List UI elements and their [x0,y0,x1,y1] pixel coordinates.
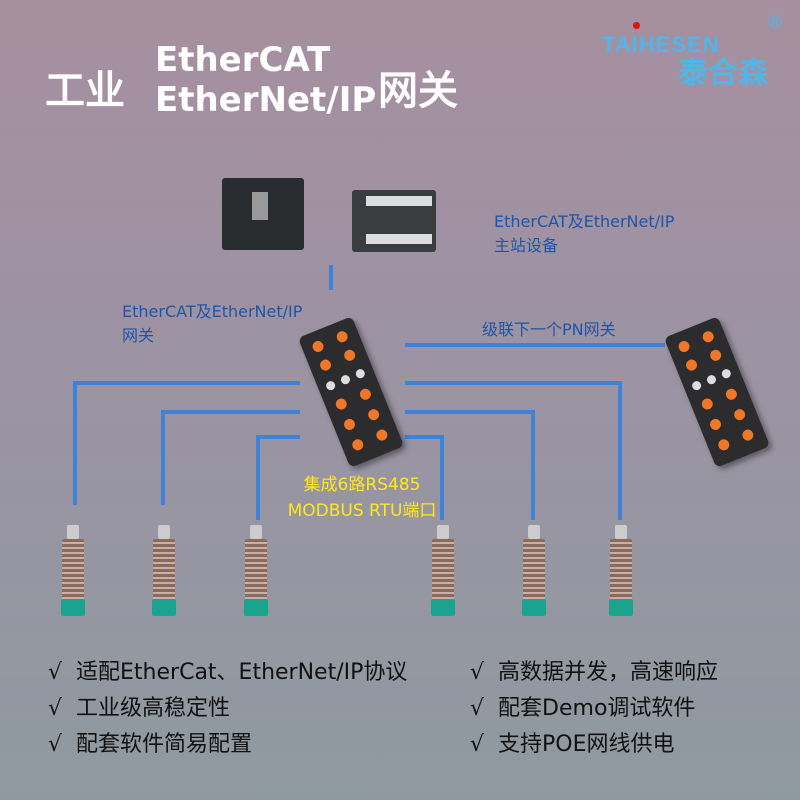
check-icon: √ [470,696,485,721]
link-3h [256,435,300,439]
link-2v [161,410,165,505]
rs485-label-line1: 集成6路RS485 [303,475,421,495]
title-left: 工业 [45,68,125,114]
link-5v [531,410,535,520]
gateway-label-line1: EtherCAT及EtherNet/IP [122,302,303,321]
gateway-label: EtherCAT及EtherNet/IP 网关 [122,300,302,348]
check-icon: √ [48,732,63,757]
feature-text: 配套软件简易配置 [76,732,253,757]
logo-en: TAIHESEN [602,32,720,57]
link-cascade [405,343,665,347]
sensor-4 [428,525,458,620]
sensor-1 [58,525,88,620]
sensor-6 [606,525,636,620]
gateway-device [297,316,405,468]
sensor-2 [149,525,179,620]
plc-rack [222,178,304,250]
feature-text: 适配EtherCat、EtherNet/IP协议 [76,660,408,685]
plc-ethernet-ports [252,192,268,220]
title-ethernetip: EtherNet/IP [155,80,377,120]
feature-text: 支持POE网线供电 [498,732,675,757]
plc-terminal-top [366,196,432,206]
master-label-line1: EtherCAT及EtherNet/IP [494,212,675,231]
cascaded-gateway-device [663,316,771,468]
logo-dot [633,22,640,29]
link-6h [405,381,622,385]
link-6v [618,381,622,520]
link-4h [405,435,444,439]
check-icon: √ [470,732,485,757]
link-4v [440,435,444,520]
feature-right-1: √ 高数据并发，高速响应 [470,654,718,686]
feature-left-1: √ 适配EtherCat、EtherNet/IP协议 [48,654,407,686]
feature-right-3: √ 支持POE网线供电 [470,726,675,758]
feature-right-2: √ 配套Demo调试软件 [470,690,695,722]
compact-plc [352,190,436,252]
feature-text: 配套Demo调试软件 [498,696,696,721]
title-right: 网关 [378,68,458,114]
master-label-line2: 主站设备 [494,236,559,255]
gateway-label-line2: 网关 [122,326,155,345]
rs485-label: 集成6路RS485 MODBUS RTU端口 [262,472,462,524]
logo-registered: ® [766,12,784,33]
link-master [329,265,333,290]
logo-cn: 泰合森 [678,56,768,91]
check-icon: √ [48,696,63,721]
title-ethercat: EtherCAT [155,40,331,80]
feature-text: 工业级高稳定性 [76,696,231,721]
link-1h [73,381,300,385]
link-2h [161,410,300,414]
sensor-5 [519,525,549,620]
master-label: EtherCAT及EtherNet/IP 主站设备 [494,210,674,258]
feature-text: 高数据并发，高速响应 [498,660,719,685]
logo: TAIHESEN 泰合森 ® [598,10,793,91]
cascade-label: 级联下一个PN网关 [482,320,616,339]
link-3v [256,435,260,520]
feature-left-3: √ 配套软件简易配置 [48,726,252,758]
sensor-3 [241,525,271,620]
link-1v [73,381,77,505]
check-icon: √ [48,660,63,685]
check-icon: √ [470,660,485,685]
link-5h [405,410,535,414]
plc-terminal-bottom [366,234,432,244]
feature-left-2: √ 工业级高稳定性 [48,690,230,722]
rs485-label-line2: MODBUS RTU端口 [287,501,437,521]
